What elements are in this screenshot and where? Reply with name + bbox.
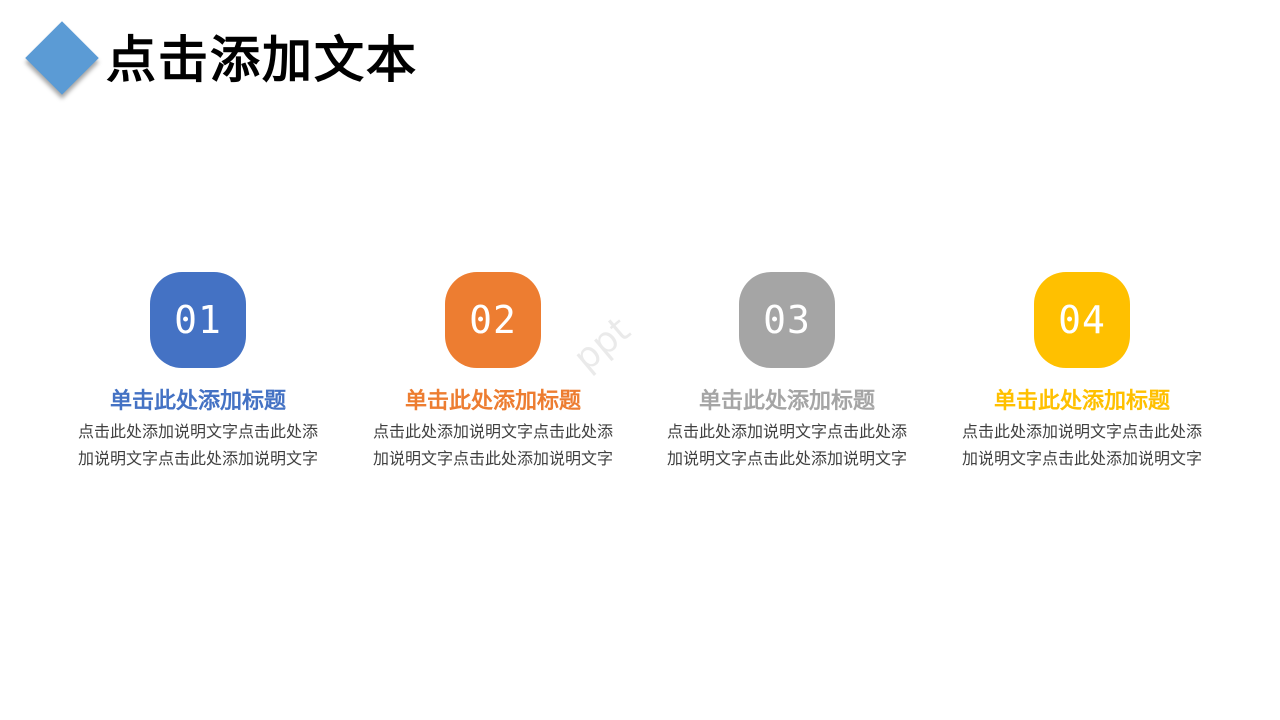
- item-title[interactable]: 单击此处添加标题: [109, 389, 286, 414]
- diamond-icon: [25, 21, 99, 95]
- number-badge: 01: [150, 272, 246, 368]
- item-title[interactable]: 单击此处添加标题: [993, 389, 1170, 414]
- item-description[interactable]: 点击此处添加说明文字点击此处添加说明文字点击此处添加说明文字: [961, 422, 1202, 468]
- number-badge: 03: [739, 272, 835, 368]
- item-description[interactable]: 点击此处添加说明文字点击此处添加说明文字点击此处添加说明文字: [372, 422, 613, 468]
- item-description[interactable]: 点击此处添加说明文字点击此处添加说明文字点击此处添加说明文字: [77, 422, 318, 468]
- item-1: 01 单击此处添加标题 点击此处添加说明文字点击此处添加说明文字点击此处添加说明…: [63, 272, 333, 472]
- item-title[interactable]: 单击此处添加标题: [404, 389, 581, 414]
- item-4: 04 单击此处添加标题 点击此处添加说明文字点击此处添加说明文字点击此处添加说明…: [947, 272, 1217, 472]
- page-title[interactable]: 点击添加文本: [106, 31, 418, 89]
- item-title[interactable]: 单击此处添加标题: [698, 389, 875, 414]
- item-3: 03 单击此处添加标题 点击此处添加说明文字点击此处添加说明文字点击此处添加说明…: [652, 272, 922, 472]
- number-badge: 02: [445, 272, 541, 368]
- number-badge: 04: [1034, 272, 1130, 368]
- item-description[interactable]: 点击此处添加说明文字点击此处添加说明文字点击此处添加说明文字: [666, 422, 907, 468]
- item-2: 02 单击此处添加标题 点击此处添加说明文字点击此处添加说明文字点击此处添加说明…: [358, 272, 628, 472]
